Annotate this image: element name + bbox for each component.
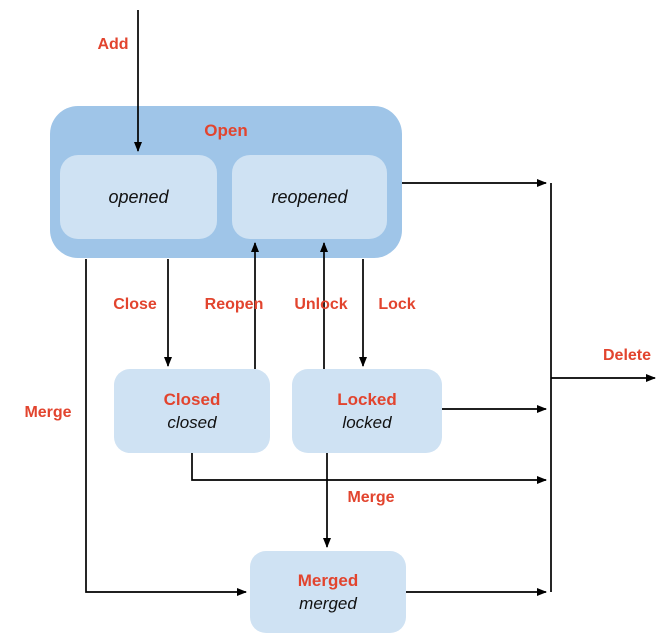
locked-state-box: Locked locked [292, 369, 442, 453]
opened-substate-label: opened [108, 186, 169, 207]
merge-bottom-transition-label: Merge [347, 489, 395, 506]
reopen-transition-label: Reopen [204, 296, 264, 313]
open-state-title: Open [204, 121, 248, 140]
locked-substate-label: locked [342, 413, 392, 432]
closed-state-box: Closed closed [114, 369, 270, 453]
merge-left-transition-label: Merge [24, 404, 72, 421]
closed-state-title: Closed [163, 390, 221, 409]
lock-transition-label: Lock [378, 296, 416, 313]
locked-state-title: Locked [337, 390, 397, 409]
closed-to-trunk-arrow [191, 453, 547, 484]
reopened-substate-label: reopened [271, 186, 348, 207]
close-transition-label: Close [113, 296, 157, 313]
merged-state-box: Merged merged [250, 551, 406, 633]
add-transition-label: Add [97, 36, 129, 53]
closed-substate-label: closed [167, 413, 217, 432]
unlock-transition-label: Unlock [294, 296, 348, 313]
merged-substate-label: merged [299, 594, 357, 613]
merged-state-title: Merged [297, 571, 359, 590]
opened-substate-box: opened [60, 155, 217, 239]
delete-transition-label: Delete [602, 347, 652, 364]
reopened-substate-box: reopened [232, 155, 387, 239]
